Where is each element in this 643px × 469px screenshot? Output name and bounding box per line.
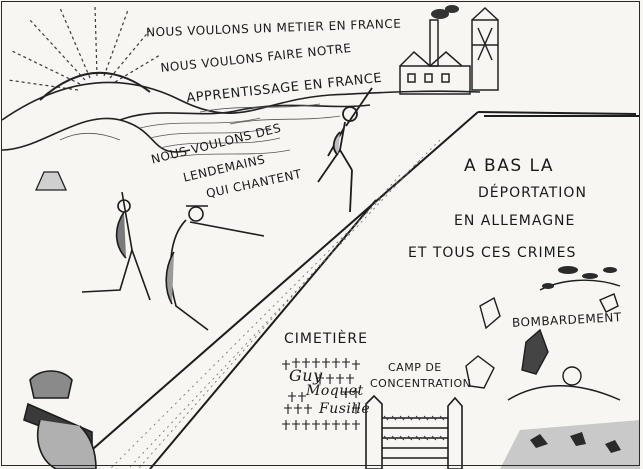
hill-hatching (59, 103, 341, 159)
cemetery-crosses (282, 358, 360, 430)
camp-fence (365, 394, 463, 469)
bombing-debris (465, 279, 621, 401)
road (69, 111, 640, 469)
factory-buildings (399, 6, 499, 95)
small-house (34, 171, 68, 191)
sun-rays (7, 5, 161, 91)
bombing-debris-fill (500, 266, 640, 469)
hills (1, 81, 481, 153)
protest-line4: ET TOUS CES CRIMES (408, 245, 577, 261)
camp-label-line2: CONCENTRATION (370, 377, 472, 390)
protest-line2: DÉPORTATION (478, 185, 587, 201)
deported-figures (81, 191, 265, 331)
protest-line1: A BAS LA (464, 156, 555, 176)
cemetery-label: CIMETIÈRE (284, 331, 368, 347)
barbed-wire (383, 415, 445, 441)
sun-arc (39, 71, 151, 101)
cemetery-name-moquet: Moquet (306, 383, 364, 399)
soldier-figure (23, 370, 97, 469)
protest-line3: EN ALLEMAGNE (454, 213, 576, 229)
camp-label-line1: CAMP DE (388, 361, 442, 374)
running-figure (317, 87, 373, 213)
cemetery-name-guy: Guy (289, 366, 323, 385)
road-texture (109, 139, 441, 469)
cemetery-name-fusille: Fusillé (319, 401, 371, 417)
factory-smoke (431, 5, 459, 19)
